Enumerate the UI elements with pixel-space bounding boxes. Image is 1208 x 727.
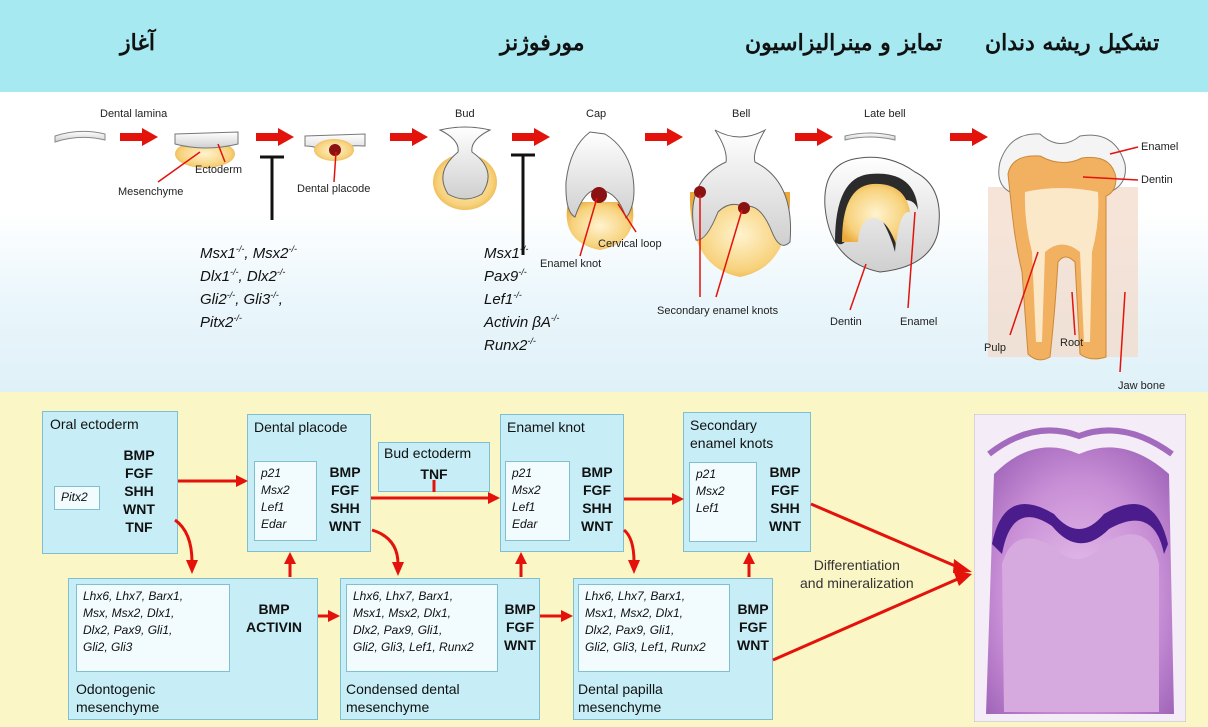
annot-dentin: Dentin [830,316,862,328]
label-dental-lamina: Dental lamina [100,108,167,120]
label-cap: Cap [586,108,606,120]
annot-root: Root [1060,337,1083,349]
annot-tooth-dentin: Dentin [1141,174,1173,186]
ectoderm-shape [175,132,238,148]
annot-enamel: Enamel [900,316,937,328]
stage-morphogenesis: مورفوژنز [500,30,585,56]
mutants-initiation: Msx1-/-, Msx2-/- Dlx1-/-, Dlx2-/- Gli2-/… [200,240,297,332]
annot-dental-placode: Dental placode [297,183,370,195]
label-late-bell: Late bell [864,108,906,120]
annot-secondary-enamel-knots: Secondary enamel knots [657,305,778,317]
late-bell-lamina [845,133,895,140]
label-bell: Bell [732,108,750,120]
stage-initiation: آغاز [120,30,155,56]
signaling-arrows [0,392,1208,727]
annot-ectoderm: Ectoderm [195,164,242,176]
annot-cervical-loop: Cervical loop [598,238,662,250]
annot-tooth-enamel: Enamel [1141,141,1178,153]
mutants-bud: Msx1-/- Pax9-/- Lef1-/- Activin βA-/- Ru… [484,240,559,355]
stage-root-formation: تشکیل ریشه دندان [985,30,1159,56]
stage-differentiation: تمایز و مینرالیزاسیون [745,30,942,56]
bud-shape [440,127,490,199]
dental-lamina-shape [55,131,105,142]
annot-pulp: Pulp [984,342,1006,354]
label-bud: Bud [455,108,475,120]
annot-jaw-bone: Jaw bone [1118,380,1165,392]
annot-mesenchyme: Mesenchyme [118,186,183,198]
